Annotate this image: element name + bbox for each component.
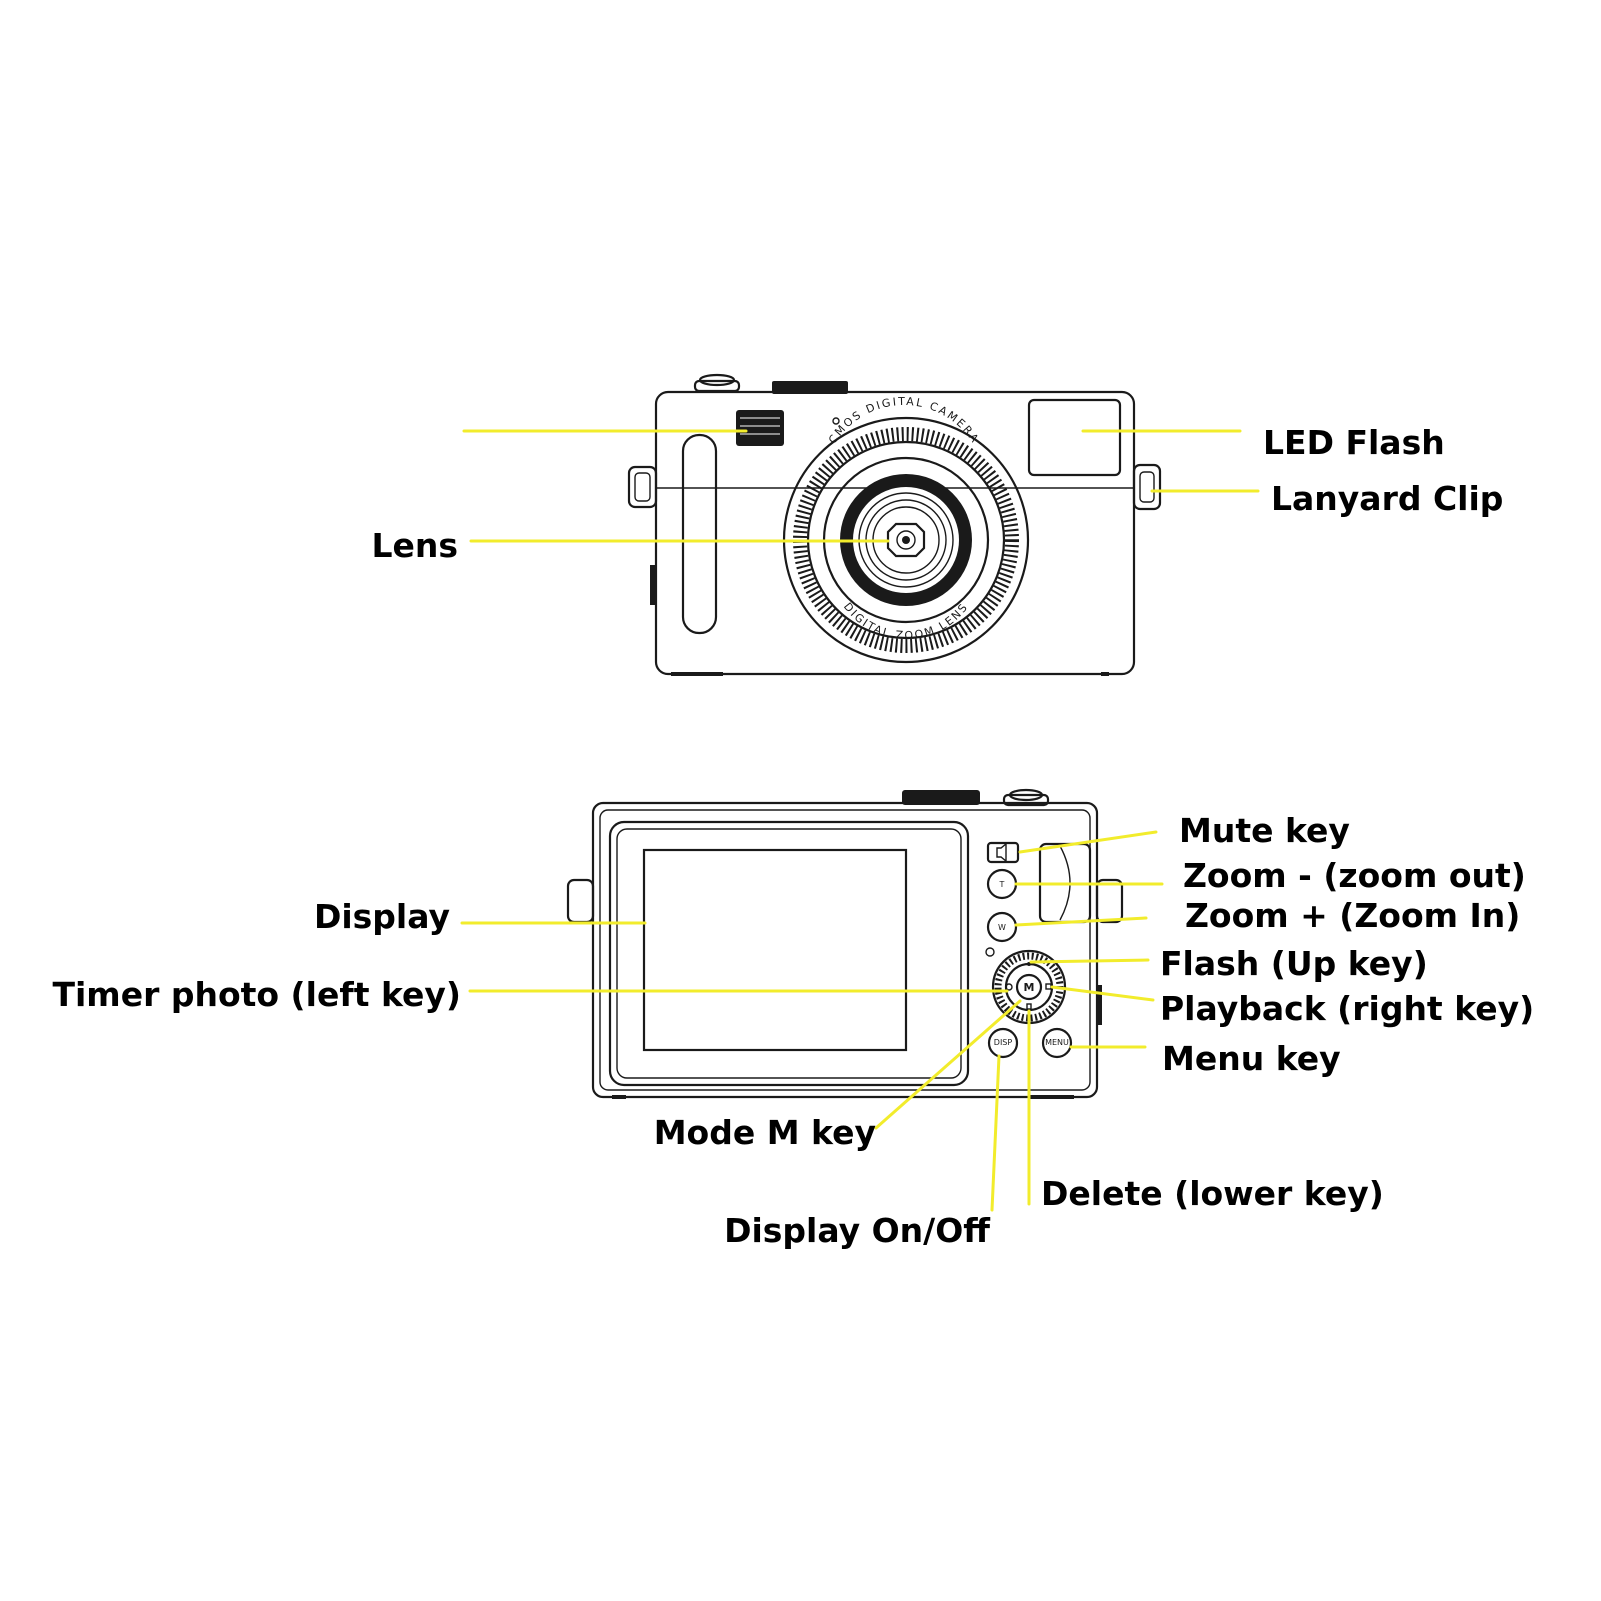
label-flash-up: Flash (Up key) — [1160, 944, 1428, 983]
zoom-in-button-w: W — [986, 911, 1018, 943]
back-side-port — [1096, 985, 1102, 1025]
mode-dial — [772, 381, 848, 394]
front-foot-right — [1101, 672, 1109, 676]
leader-lines — [460, 429, 1260, 1212]
leader-display-onoff — [990, 1054, 1001, 1212]
lanyard-clip-left — [627, 465, 658, 509]
front-grip — [681, 433, 718, 635]
side-port — [650, 565, 657, 605]
label-mode-m: Mode M key — [653, 1113, 876, 1152]
label-led-flash: LED Flash — [1263, 423, 1445, 462]
camera-front-view: CMOS DIGITAL CAMERA DIGITAL ZOOM LENS — [627, 373, 1162, 676]
lanyard-clip-right — [1132, 463, 1162, 511]
back-indicator-dot — [985, 947, 995, 957]
label-lens: Lens — [371, 526, 458, 565]
display-screen — [642, 848, 908, 1052]
label-display-onoff: Display On/Off — [724, 1211, 990, 1250]
zoom-out-button-t: T — [986, 868, 1018, 900]
label-timer-left: Timer photo (left key) — [52, 975, 461, 1014]
mode-m-button-label: M — [1024, 981, 1035, 994]
back-body — [591, 801, 1099, 1099]
label-display: Display — [313, 897, 450, 936]
display-bezel-inner — [616, 828, 962, 1079]
leader-flash-up — [1029, 958, 1150, 964]
back-foot-right — [1030, 1095, 1074, 1099]
leader-playback-right — [1050, 985, 1155, 1002]
led-flash-window — [1027, 398, 1122, 477]
timer-left-key-mark — [1005, 983, 1013, 991]
mute-key — [986, 841, 1020, 864]
disp-button-label: DISP — [994, 1038, 1013, 1047]
back-mode-dial — [902, 790, 980, 805]
zoom-in-button-label: W — [998, 923, 1006, 932]
front-body — [654, 390, 1136, 676]
display-bezel — [608, 820, 970, 1087]
playback-right-key-mark — [1045, 983, 1052, 990]
camera-back-view: T W M DISP MENU — [566, 788, 1124, 1099]
display-onoff-button: DISP — [987, 1027, 1019, 1059]
back-lanyard-clip-right — [1095, 878, 1124, 924]
label-playback-right: Playback (right key) — [1160, 989, 1535, 1028]
shutter-button — [693, 373, 741, 393]
front-window — [736, 410, 784, 446]
delete-lower-key-mark — [1026, 1003, 1032, 1010]
label-menu-key: Menu key — [1162, 1039, 1341, 1078]
leader-mode-m — [874, 999, 1022, 1130]
lens-assembly: CMOS DIGITAL CAMERA DIGITAL ZOOM LENS — [782, 395, 1030, 664]
leader-mute-key — [1018, 830, 1158, 854]
label-mute-key: Mute key — [1179, 811, 1350, 850]
label-delete-lower: Delete (lower key) — [1041, 1174, 1384, 1213]
leader-zoom-in — [1014, 916, 1148, 927]
menu-button: MENU — [1041, 1027, 1073, 1059]
front-foot-left — [671, 672, 723, 676]
zoom-out-button-label: T — [999, 880, 1005, 889]
front-indicator-dot — [832, 417, 840, 425]
menu-button-label: MENU — [1045, 1038, 1069, 1047]
back-foot-left — [612, 1095, 626, 1099]
back-body-inner — [599, 809, 1091, 1091]
back-lanyard-clip-left — [566, 878, 595, 924]
label-zoom-out: Zoom - (zoom out) — [1183, 856, 1526, 895]
label-zoom-in: Zoom + (Zoom In) — [1185, 896, 1521, 935]
label-lanyard-clip: Lanyard Clip — [1271, 479, 1504, 518]
back-shutter-button — [1002, 788, 1050, 807]
